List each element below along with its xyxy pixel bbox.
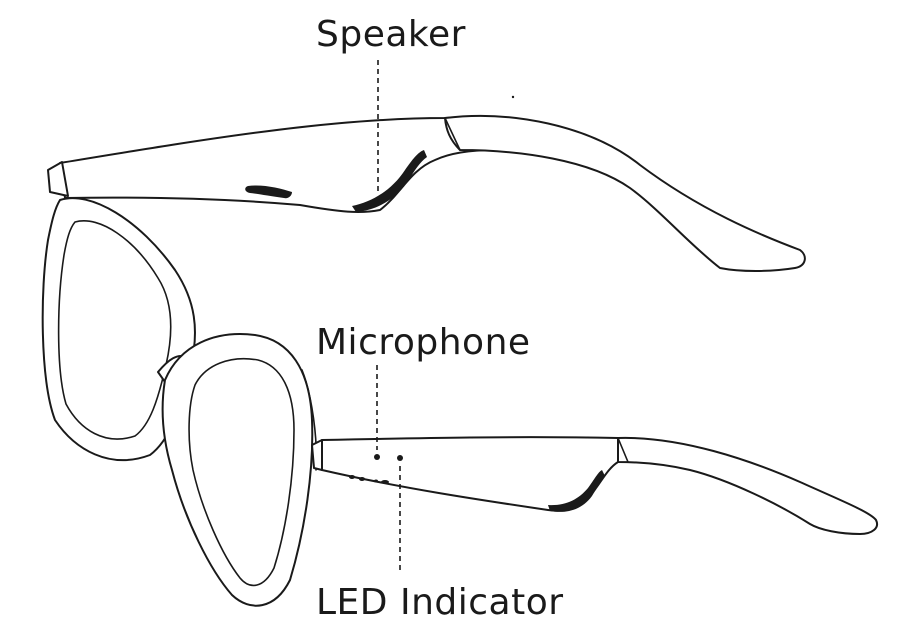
back-temple-slot — [245, 185, 292, 199]
port-dot — [359, 477, 365, 481]
speaker-grille — [352, 150, 427, 212]
port-dot — [374, 479, 378, 483]
microphone-label: Microphone — [316, 322, 531, 363]
front-temple-arm — [311, 436, 878, 535]
led-indicator-label: LED Indicator — [316, 582, 564, 623]
glasses-front-frame — [41, 197, 318, 607]
microphone-hole — [374, 454, 380, 460]
back-temple-arm — [47, 95, 806, 272]
front-speaker-grille — [548, 470, 605, 512]
speaker-label: Speaker — [316, 14, 466, 55]
port-dot — [349, 475, 355, 479]
port-dot — [381, 480, 389, 484]
led-indicator-dot — [397, 455, 403, 461]
